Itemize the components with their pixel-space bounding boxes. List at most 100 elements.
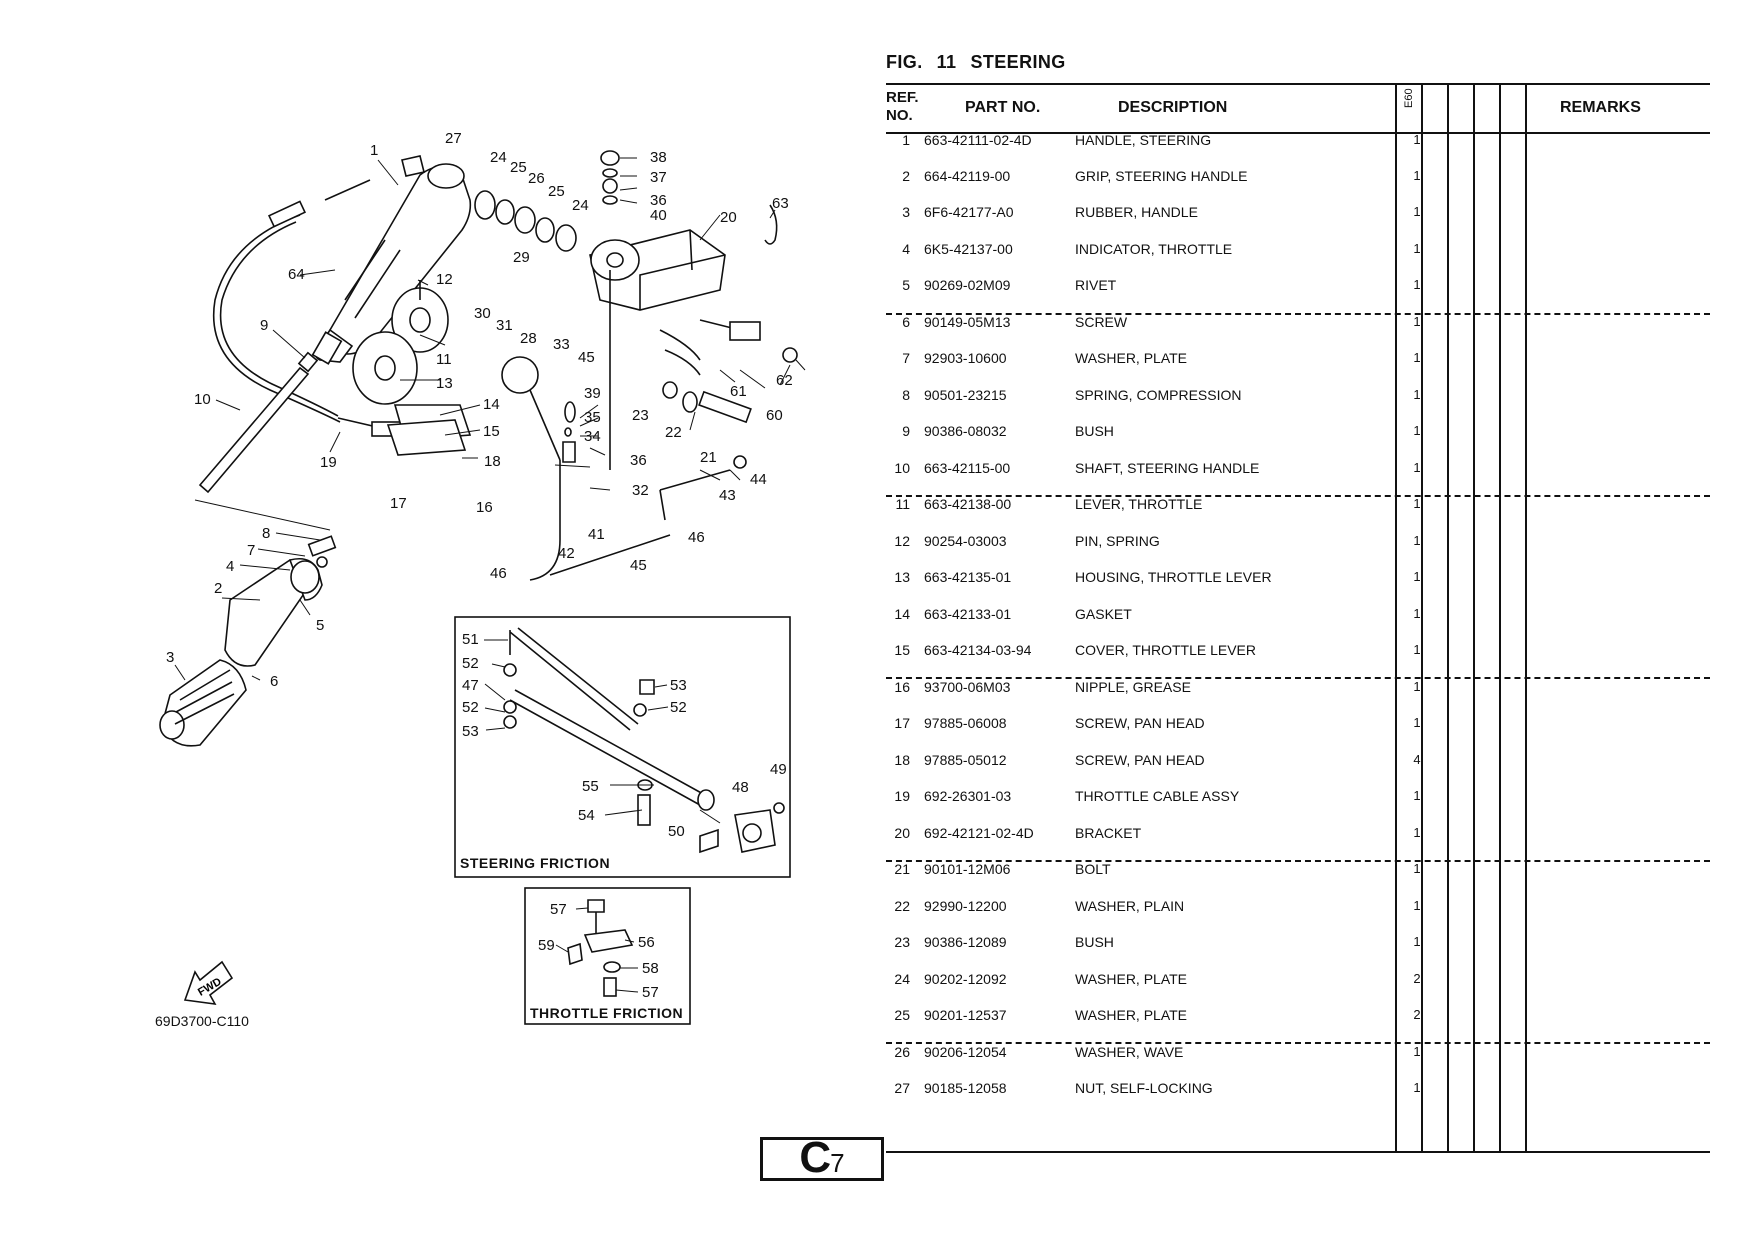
column-rule xyxy=(1421,83,1423,1152)
cell-part-no: 663-42134-03-94 xyxy=(924,642,1032,658)
cell-qty: 1 xyxy=(1413,460,1421,475)
cell-ref: 11 xyxy=(895,496,910,512)
callout: 48 xyxy=(732,779,749,796)
callout: 15 xyxy=(483,423,500,440)
cell-qty: 1 xyxy=(1413,715,1421,730)
cell-qty: 1 xyxy=(1413,898,1421,913)
cell-qty: 1 xyxy=(1413,496,1421,511)
cell-qty: 2 xyxy=(1413,1007,1421,1022)
throttle-housing-drawing xyxy=(352,280,472,456)
steering-shaft-drawing xyxy=(198,351,319,494)
cell-description: PIN, SPRING xyxy=(1075,533,1160,549)
cell-description: BRACKET xyxy=(1075,825,1142,841)
callout: 51 xyxy=(462,631,479,648)
callout: 53 xyxy=(462,723,479,740)
callout: 52 xyxy=(462,655,479,672)
cell-description: WASHER, PLATE xyxy=(1075,350,1188,366)
cell-part-no: 663-42115-00 xyxy=(924,460,1011,476)
table-top-rule xyxy=(886,83,1710,85)
header-ref-line2: NO. xyxy=(886,107,913,124)
cell-qty: 1 xyxy=(1413,934,1421,949)
cell-ref: 18 xyxy=(894,752,910,768)
callout: 36 xyxy=(650,192,667,209)
cell-qty: 1 xyxy=(1413,569,1421,584)
callout: 35 xyxy=(584,409,601,426)
cell-part-no: 90386-12089 xyxy=(924,934,1007,950)
cell-ref: 9 xyxy=(902,423,910,439)
cell-description: WASHER, PLAIN xyxy=(1075,898,1185,914)
callout: 53 xyxy=(670,677,687,694)
page-identifier: C7 xyxy=(760,1136,884,1180)
throttle-friction-inset: THROTTLE FRICTION xyxy=(524,887,691,1025)
callout: 41 xyxy=(588,526,605,543)
cell-qty: 1 xyxy=(1413,132,1421,147)
steering-friction-inset: STEERING FRICTION xyxy=(454,616,791,878)
steering-handle-drawing xyxy=(311,163,472,365)
cell-part-no: 90386-08032 xyxy=(924,423,1007,439)
throttle-friction-label: THROTTLE FRICTION xyxy=(530,1005,683,1021)
callout: 33 xyxy=(553,336,570,353)
column-rule xyxy=(1473,83,1475,1152)
cell-ref: 2 xyxy=(902,168,910,184)
cell-ref: 6 xyxy=(902,314,910,330)
cell-ref: 19 xyxy=(894,788,910,804)
cell-description: COVER, THROTTLE LEVER xyxy=(1075,642,1257,658)
callout: 8 xyxy=(262,525,270,542)
header-part-no: PART NO. xyxy=(965,99,1041,116)
cell-ref: 3 xyxy=(902,204,910,220)
callout: 7 xyxy=(247,542,255,559)
cell-qty: 1 xyxy=(1413,314,1421,329)
cell-ref: 5 xyxy=(902,277,910,293)
cell-qty: 1 xyxy=(1413,204,1421,219)
cell-qty: 1 xyxy=(1413,168,1421,183)
cell-description: WASHER, PLATE xyxy=(1075,1007,1188,1023)
cell-description: GRIP, STEERING HANDLE xyxy=(1075,168,1248,184)
callout: 10 xyxy=(194,391,211,408)
group-separator xyxy=(886,313,1710,315)
cell-part-no: 90254-03003 xyxy=(924,533,1007,549)
cell-part-no: 663-42138-00 xyxy=(924,496,1012,512)
cell-description: RIVET xyxy=(1075,277,1117,293)
cell-ref: 16 xyxy=(894,679,910,695)
callout: 47 xyxy=(462,677,479,694)
cell-part-no: 90185-12058 xyxy=(924,1080,1007,1096)
callout: 28 xyxy=(520,330,537,347)
cell-part-no: 90501-23215 xyxy=(924,387,1007,403)
page-number: 7 xyxy=(830,1148,845,1178)
cell-qty: 1 xyxy=(1413,241,1421,256)
header-remarks: REMARKS xyxy=(1560,99,1641,116)
callout: 50 xyxy=(668,823,685,840)
column-rule xyxy=(1395,83,1397,1152)
cell-part-no: 92903-10600 xyxy=(924,350,1007,366)
cell-ref: 24 xyxy=(894,971,910,987)
callout: 60 xyxy=(766,407,783,424)
callout: 45 xyxy=(578,349,595,366)
page-letter: C xyxy=(799,1133,831,1182)
callout: 45 xyxy=(630,557,647,574)
callout: 6 xyxy=(270,673,278,690)
callout: 31 xyxy=(496,317,513,334)
washer-stack-drawing xyxy=(401,150,747,469)
callout: 40 xyxy=(650,207,667,224)
group-separator xyxy=(886,1042,1710,1044)
cell-qty: 1 xyxy=(1413,606,1421,621)
callout: 52 xyxy=(670,699,687,716)
callout: 38 xyxy=(650,149,667,166)
cell-part-no: 90201-12537 xyxy=(924,1007,1007,1023)
linkage-drawing xyxy=(501,204,798,581)
header-description: DESCRIPTION xyxy=(1118,99,1228,116)
cell-description: GASKET xyxy=(1075,606,1132,622)
cell-qty: 1 xyxy=(1413,533,1421,548)
callout: 25 xyxy=(510,159,527,176)
group-separator xyxy=(886,677,1710,679)
cell-description: INDICATOR, THROTTLE xyxy=(1075,241,1233,257)
callout: 19 xyxy=(320,454,337,471)
callout: 25 xyxy=(548,183,565,200)
header-bottom-rule xyxy=(886,132,1710,134)
cell-part-no: 93700-06M03 xyxy=(924,679,1011,695)
cell-ref: 10 xyxy=(894,460,910,476)
cell-part-no: 90101-12M06 xyxy=(924,861,1011,877)
cell-description: BOLT xyxy=(1075,861,1111,877)
callout: 4 xyxy=(226,558,234,575)
group-separator xyxy=(886,860,1710,862)
